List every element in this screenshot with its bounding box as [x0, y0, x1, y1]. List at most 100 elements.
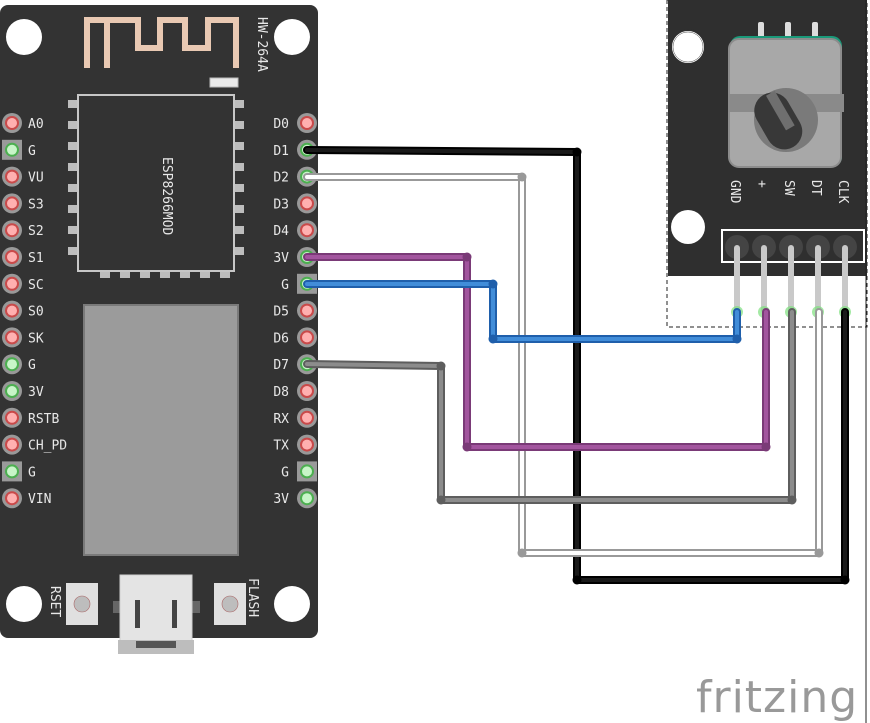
pin-right-d8[interactable] [297, 381, 317, 401]
encoder-pin-vcc[interactable] [752, 235, 776, 318]
pin-label: G [28, 465, 36, 480]
pin-left-s1[interactable] [2, 247, 22, 267]
pin-label: CH_PD [28, 439, 67, 454]
wire-bendpoint[interactable] [572, 147, 582, 157]
encoder-pin-label: + [754, 180, 769, 188]
wire-bendpoint[interactable] [840, 575, 850, 585]
mounting-hole [6, 19, 42, 55]
wire-bendpoint[interactable] [787, 495, 797, 505]
pin-right-g[interactable] [297, 461, 317, 482]
pin-left-a0[interactable] [2, 113, 22, 133]
status-led [209, 77, 239, 88]
encoder-pin-label: CLK [835, 180, 850, 204]
pin-left-ch_pd[interactable] [2, 434, 22, 455]
pin-right-d5[interactable] [297, 300, 317, 321]
wire-d2-to-dt[interactable] [303, 172, 824, 558]
wire-3v-to-vcc[interactable] [303, 252, 771, 452]
encoder-pin-label: DT [808, 180, 823, 196]
encoder-pin-sw[interactable] [779, 235, 803, 318]
pin-label: A0 [28, 117, 44, 132]
pin-label: S0 [28, 305, 44, 320]
pin-label: D2 [273, 171, 289, 186]
pin-label: SC [28, 278, 44, 293]
wire-bendpoint[interactable] [761, 442, 771, 452]
pin-label: G [28, 144, 36, 159]
pin-right-rx[interactable] [297, 407, 317, 428]
pin-left-vu[interactable] [2, 166, 22, 187]
pin-left-s0[interactable] [2, 300, 22, 321]
esp8266-module: ESP8266MOD [68, 94, 244, 278]
pin-label: S2 [28, 224, 44, 239]
pin-right-d6[interactable] [297, 327, 317, 348]
pin-right-d3[interactable] [297, 193, 317, 214]
wire-bendpoint[interactable] [488, 279, 498, 289]
pin-label: TX [273, 439, 289, 454]
pin-left-s2[interactable] [2, 220, 22, 241]
pin-label: RX [273, 412, 289, 427]
wire-bendpoint[interactable] [462, 442, 472, 452]
pin-left-s3[interactable] [2, 193, 22, 214]
pin-left-g[interactable] [2, 354, 22, 375]
wire-d1-to-clk[interactable] [303, 146, 850, 585]
pin-left-vin[interactable] [2, 488, 22, 509]
wire-bendpoint[interactable] [814, 548, 824, 558]
wire-bendpoint[interactable] [462, 252, 472, 262]
pin-left-sc[interactable] [2, 273, 22, 294]
encoder-pin-clk[interactable] [833, 235, 857, 318]
pin-label: SK [28, 331, 44, 346]
antenna-trace [84, 17, 239, 68]
wires [303, 146, 850, 585]
wire-bendpoint[interactable] [517, 548, 527, 558]
pin-label: 3V [273, 251, 289, 266]
pin-right-d4[interactable] [297, 220, 317, 241]
pin-label: D7 [273, 358, 289, 373]
pin-label: 3V [273, 492, 289, 507]
pin-label: RSTB [28, 412, 59, 427]
flash-button[interactable] [214, 583, 246, 625]
pin-right-tx[interactable] [297, 434, 317, 455]
model-label: HW-264A [254, 17, 269, 72]
chip-label: ESP8266MOD [159, 157, 174, 235]
wire-bendpoint[interactable] [732, 334, 742, 344]
reset-label: RSET [47, 586, 62, 617]
wire-bendpoint[interactable] [436, 361, 446, 371]
encoder-pin-label: SW [781, 180, 796, 196]
pin-label: D4 [273, 224, 289, 239]
pin-label: G [28, 358, 36, 373]
wire-g-to-gnd[interactable] [303, 279, 742, 344]
wire-bendpoint[interactable] [572, 575, 582, 585]
wire-bendpoint[interactable] [488, 334, 498, 344]
mounting-hole [274, 586, 310, 622]
pin-label: VU [28, 171, 44, 186]
pin-label: D6 [273, 331, 289, 346]
pin-label: G [281, 465, 289, 480]
pin-label: S1 [28, 251, 44, 266]
pin-left-g[interactable] [2, 139, 22, 160]
fritzing-watermark: fritzing [696, 672, 858, 723]
wire-d7-to-sw[interactable] [303, 308, 797, 505]
reset-button[interactable] [66, 583, 98, 625]
pin-label: S3 [28, 197, 44, 212]
pin-label: 3V [28, 385, 44, 400]
pin-label: D0 [273, 117, 289, 132]
pin-label: D5 [273, 305, 289, 320]
encoder-pin-dt[interactable] [806, 235, 830, 318]
pin-label: G [281, 278, 289, 293]
pin-left-rstb[interactable] [2, 407, 22, 428]
pin-left-sk[interactable] [2, 327, 22, 348]
flash-label: FLASH [245, 578, 260, 617]
wire-bendpoint[interactable] [436, 495, 446, 505]
encoder-pin-gnd[interactable] [725, 235, 749, 318]
usb-chip-area [83, 304, 239, 556]
pin-label: VIN [28, 492, 51, 507]
pin-right-d0[interactable] [297, 113, 317, 133]
mounting-hole [274, 19, 310, 55]
pin-left-3v[interactable] [2, 381, 22, 401]
pin-right-3v[interactable] [297, 488, 317, 509]
pin-left-g[interactable] [2, 461, 22, 482]
micro-usb-port [113, 574, 200, 654]
mounting-hole [6, 586, 42, 622]
wire-bendpoint[interactable] [517, 172, 527, 182]
